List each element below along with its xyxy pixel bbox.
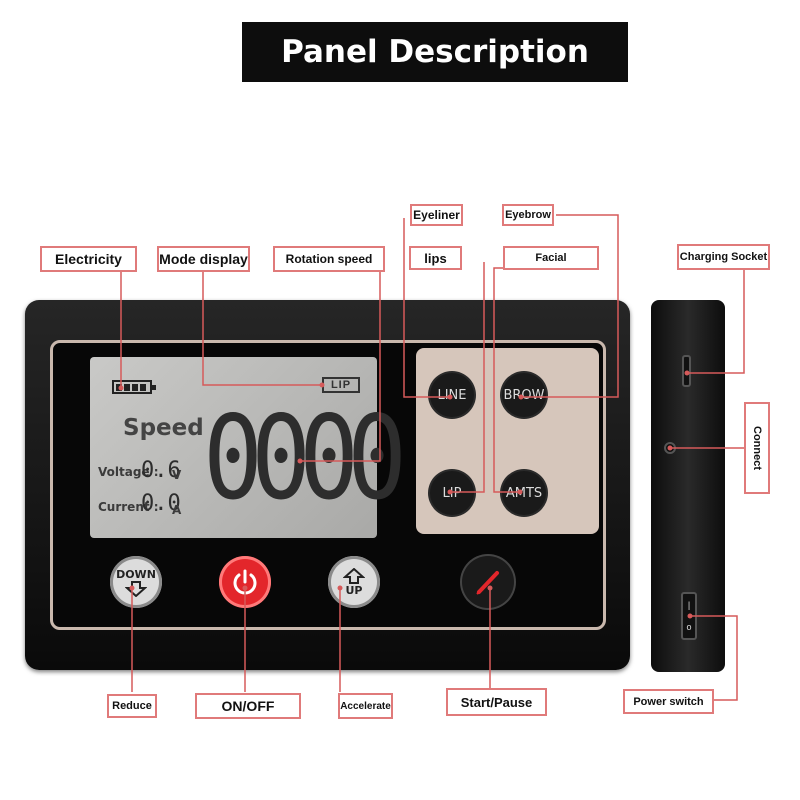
leader-lips bbox=[450, 262, 485, 493]
line-button[interactable]: LINE bbox=[430, 373, 474, 417]
label-mode-display: Mode display bbox=[157, 246, 250, 272]
speed-readout: 0000 bbox=[203, 391, 407, 526]
label-rotation-speed: Rotation speed bbox=[273, 246, 385, 272]
up-arrow-icon bbox=[343, 567, 365, 584]
label-onoff: ON/OFF bbox=[195, 693, 301, 719]
voltage-value: 0.6 bbox=[141, 458, 181, 483]
switch-on-mark: | bbox=[687, 600, 691, 610]
power-button[interactable] bbox=[219, 556, 271, 608]
amts-button[interactable]: AMTS bbox=[502, 471, 546, 515]
current-label: Current : bbox=[98, 500, 159, 514]
label-accelerate: Accelerate bbox=[338, 693, 393, 719]
switch-off-mark: o bbox=[686, 622, 692, 632]
label-connect-text: Connect bbox=[751, 426, 763, 470]
down-button-label: DOWN bbox=[116, 567, 156, 581]
leader-facial bbox=[493, 267, 550, 493]
leader-eyeliner bbox=[403, 218, 450, 398]
label-connect: Connect bbox=[744, 402, 770, 494]
leader-eyebrow bbox=[521, 214, 619, 398]
label-electricity: Electricity bbox=[40, 246, 137, 272]
leader-power-switch bbox=[690, 615, 738, 701]
page-title: Panel Description bbox=[242, 22, 628, 82]
label-reduce: Reduce bbox=[107, 694, 157, 718]
leader-mode-display bbox=[202, 270, 322, 386]
up-button-label: UP bbox=[345, 583, 363, 597]
current-unit: A bbox=[172, 503, 182, 517]
up-button[interactable]: UP bbox=[328, 556, 380, 608]
label-eyebrow: Eyebrow bbox=[502, 204, 554, 226]
speed-label: Speed bbox=[123, 415, 204, 441]
start-pause-button[interactable] bbox=[462, 556, 514, 608]
pen-icon bbox=[476, 571, 499, 595]
label-lips: lips bbox=[409, 246, 462, 270]
label-charging-socket: Charging Socket bbox=[677, 244, 770, 270]
leader-charging bbox=[687, 268, 745, 374]
leader-rotation-speed bbox=[300, 268, 381, 462]
voltage-label: Voltage : bbox=[98, 465, 159, 479]
label-start-pause: Start/Pause bbox=[446, 688, 547, 716]
label-power-switch: Power switch bbox=[623, 689, 714, 714]
label-eyeliner: Eyeliner bbox=[410, 204, 463, 226]
brow-button[interactable]: BROW bbox=[502, 373, 546, 417]
voltage-unit: V bbox=[172, 468, 182, 482]
current-value: 0.0 bbox=[141, 491, 181, 516]
down-button[interactable]: DOWN bbox=[110, 556, 162, 608]
label-facial: Facial bbox=[503, 246, 599, 270]
